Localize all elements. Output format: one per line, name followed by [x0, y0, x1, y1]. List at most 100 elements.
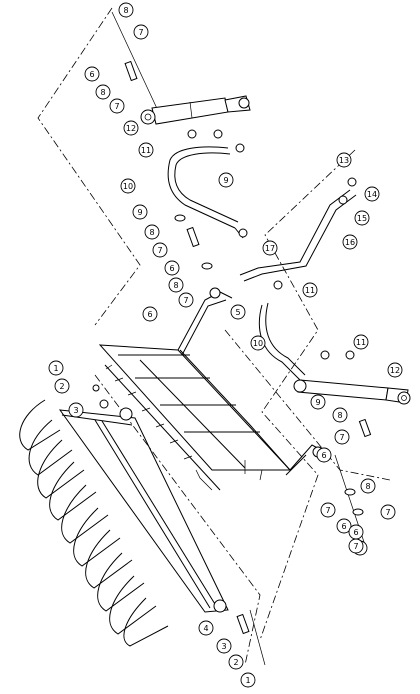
callout-number: 8 [337, 411, 342, 420]
callout-6: 6 [84, 66, 100, 82]
callout-7: 7 [320, 502, 336, 518]
callout-number: 7 [385, 508, 390, 517]
callout-9: 9 [310, 394, 326, 410]
callout-circle [142, 306, 158, 322]
callout-8: 8 [332, 407, 348, 423]
callout-circle [144, 224, 160, 240]
callout-number: 7 [183, 296, 188, 305]
callout-circle [198, 620, 214, 636]
callout-number: 2 [59, 382, 64, 391]
hydraulic-cylinder-right [293, 379, 411, 405]
callout-number: 8 [173, 281, 178, 290]
callout-circle [336, 152, 352, 168]
callout-number: 10 [253, 339, 263, 348]
callout-8: 8 [168, 277, 184, 293]
callout-15: 15 [354, 210, 370, 226]
callout-circle [387, 362, 403, 378]
callout-7: 7 [178, 292, 194, 308]
callout-circle [178, 292, 194, 308]
callout-circle [364, 186, 380, 202]
callout-6: 6 [316, 447, 332, 463]
callout-circle [84, 66, 100, 82]
callout-circle [336, 518, 352, 534]
callout-number: 12 [390, 366, 400, 375]
callout-number: 8 [100, 88, 105, 97]
callout-number: 16 [345, 238, 355, 247]
hardware-pins [92, 60, 372, 635]
callout-3: 3 [68, 402, 84, 418]
callout-circle [138, 142, 154, 158]
callout-circle [109, 98, 125, 114]
callout-circle [354, 210, 370, 226]
callout-number: 9 [223, 176, 228, 185]
callout-number: 3 [73, 406, 78, 415]
callout-number: 1 [53, 364, 58, 373]
callout-number: 11 [356, 338, 366, 347]
callout-circle [164, 260, 180, 276]
hardware-axis-bottom [249, 609, 266, 666]
callout-circle [230, 304, 246, 320]
callout-number: 8 [149, 228, 154, 237]
callout-number: 7 [353, 542, 358, 551]
callout-number: 9 [315, 398, 320, 407]
callout-circle [228, 654, 244, 670]
callout-circle [353, 334, 369, 350]
callout-10: 10 [120, 178, 136, 194]
callout-circle [320, 502, 336, 518]
assembly-outline-top [37, 7, 141, 326]
callout-13: 13 [336, 152, 352, 168]
callout-number: 1 [245, 676, 250, 685]
callout-16: 16 [342, 234, 358, 250]
callout-14: 14 [364, 186, 380, 202]
callout-3: 3 [216, 638, 232, 654]
callout-circle [218, 172, 234, 188]
callout-7: 7 [109, 98, 125, 114]
callout-number: 11 [305, 286, 315, 295]
callout-circle [123, 120, 139, 136]
callout-circle [48, 360, 64, 376]
assembly-outline-right [259, 149, 356, 641]
callout-number: 7 [339, 433, 344, 442]
callout-number: 17 [265, 244, 275, 253]
callout-number: 2 [233, 658, 238, 667]
callout-12: 12 [123, 120, 139, 136]
callout-number: 8 [123, 6, 128, 15]
callout-1: 1 [48, 360, 64, 376]
callout-8: 8 [360, 478, 376, 494]
callout-circle [68, 402, 84, 418]
hose-assembly-right [239, 177, 357, 381]
callout-circle [316, 447, 332, 463]
callout-number: 15 [357, 214, 367, 223]
callout-2: 2 [54, 378, 70, 394]
callout-number: 5 [235, 308, 240, 317]
main-frame [98, 287, 326, 491]
callout-11: 11 [138, 142, 154, 158]
callout-6: 6 [164, 260, 180, 276]
callout-circle [133, 24, 149, 40]
callout-number: 10 [123, 182, 133, 191]
callout-number: 7 [138, 28, 143, 37]
callout-6: 6 [348, 524, 364, 540]
callout-5: 5 [230, 304, 246, 320]
callout-1: 1 [240, 672, 256, 688]
callout-circle [118, 2, 134, 18]
callout-circle [302, 282, 318, 298]
callout-circle [132, 204, 148, 220]
callout-11: 11 [302, 282, 318, 298]
callout-6: 6 [336, 518, 352, 534]
callout-number: 8 [365, 482, 370, 491]
callout-number: 6 [321, 451, 326, 460]
callout-7: 7 [133, 24, 149, 40]
callout-circle [380, 504, 396, 520]
callout-number: 6 [353, 528, 358, 537]
callout-circle [216, 638, 232, 654]
callout-4: 4 [198, 620, 214, 636]
callout-number: 9 [137, 208, 142, 217]
callout-8: 8 [95, 84, 111, 100]
callout-circle [310, 394, 326, 410]
callout-number: 7 [157, 246, 162, 255]
callout-circle [120, 178, 136, 194]
